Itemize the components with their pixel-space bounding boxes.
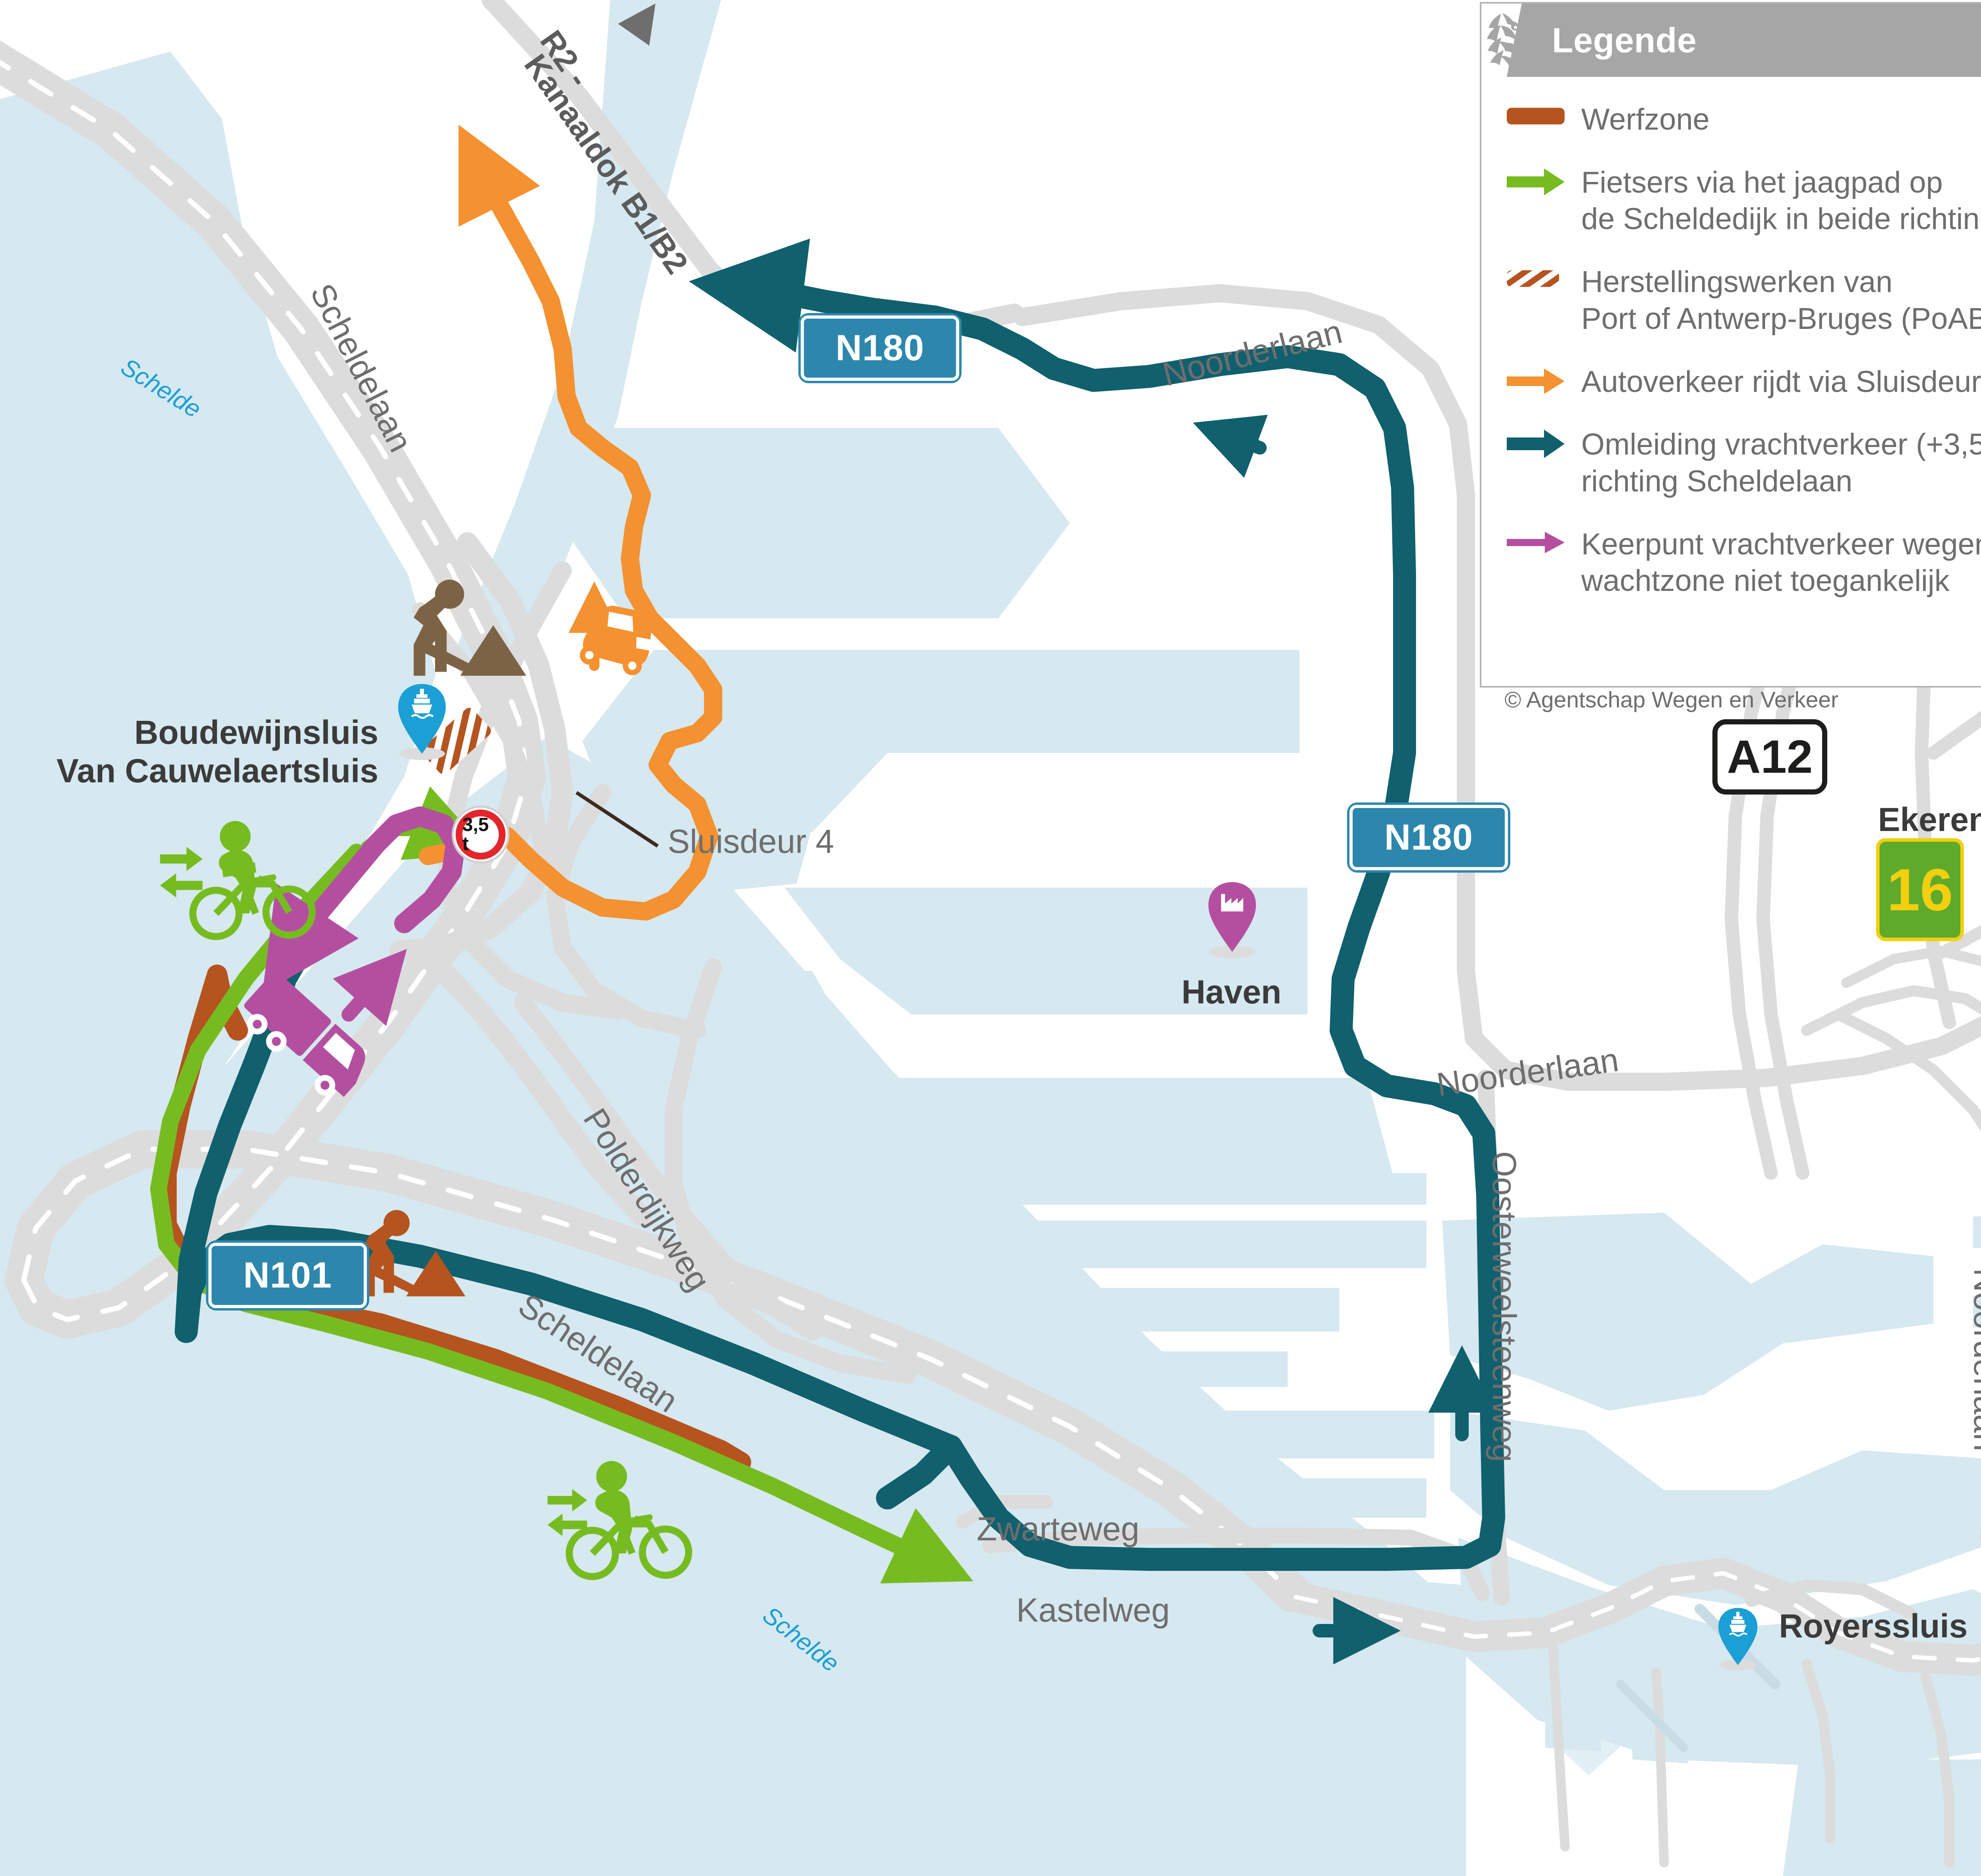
r2-direction-triangle [618,3,656,46]
legend-panel: Legende N Werfzone [1480,2,1981,688]
legend-title: Legende [1552,20,1697,60]
truck-icon [244,971,365,1097]
legend-item-omleiding: Omleiding vrachtverkeer (+3,5t)richting … [1490,426,1981,500]
legend-label-werfzone: Werfzone [1581,103,1710,136]
cyclist-icon-north [189,821,316,940]
legend-item-werfzone: Werfzone [1490,101,1981,138]
label-boudewijnsluis: Boudewijnsluis Van Cauwelaertsluis [56,714,378,789]
factory-pin-icon-haven [1208,882,1256,958]
label-ekeren: Ekeren [1878,801,1981,838]
magenta-arrow-icon [1490,526,1581,556]
label-haven: Haven [1181,973,1282,1011]
roadworks-worker-icon-north [414,579,527,676]
legend-header: Legende N [1481,4,1981,77]
weight-limit-sign: 3,5 t [452,806,510,863]
green-arrow-icon [1490,164,1581,196]
roadworks-worker-icon-south [364,1210,466,1297]
ship-pin-icon-royerssluis [1718,1608,1758,1670]
werfzone-bar-icon [1490,101,1581,128]
sluisdeur-leader-line [575,791,659,848]
orange-arrow-icon [1490,364,1581,395]
legend-item-autoverkeer: Autoverkeer rijdt via Sluisdeur 4 [1490,364,1981,401]
road-shield-n180-top[interactable]: N180 [798,313,962,383]
car-icon [580,606,652,675]
cyclist-icon-south [565,1461,692,1580]
label-noorderlaan-right: Noorderlaan [1967,1268,1981,1452]
legend-label-omleiding: Omleiding vrachtverkeer (+3,5t)richting … [1581,428,1981,499]
exit-number-badge[interactable]: 16 [1876,838,1964,941]
legend-label-autoverkeer: Autoverkeer rijdt via Sluisdeur 4 [1581,365,1981,399]
ship-pin-icon-boudewijnsluis [398,684,446,760]
road-shield-n101[interactable]: N101 [206,1240,369,1311]
label-sluisdeur-4: Sluisdeur 4 [668,823,834,860]
copyright-notice: © Agentschap Wegen en Verkeer [1504,687,1838,713]
label-zwarteweg: Zwarteweg [977,1510,1139,1547]
flemish-lion-icon [1481,4,1541,77]
two-way-arrows-icon-north [160,847,203,898]
road-shield-a12[interactable]: A12 [1712,719,1827,795]
two-way-arrows-icon-south [548,1489,587,1536]
road-shield-n180-mid[interactable]: N180 [1347,802,1510,873]
label-royerssluis: Royerssluis [1779,1607,1968,1645]
label-kastelweg: Kastelweg [1016,1591,1170,1629]
label-oosterweelsteenweg: Oosterweelsteenweg [1486,1151,1523,1462]
teal-arrow-icon [1490,426,1581,458]
hatched-bar-icon [1490,264,1581,290]
